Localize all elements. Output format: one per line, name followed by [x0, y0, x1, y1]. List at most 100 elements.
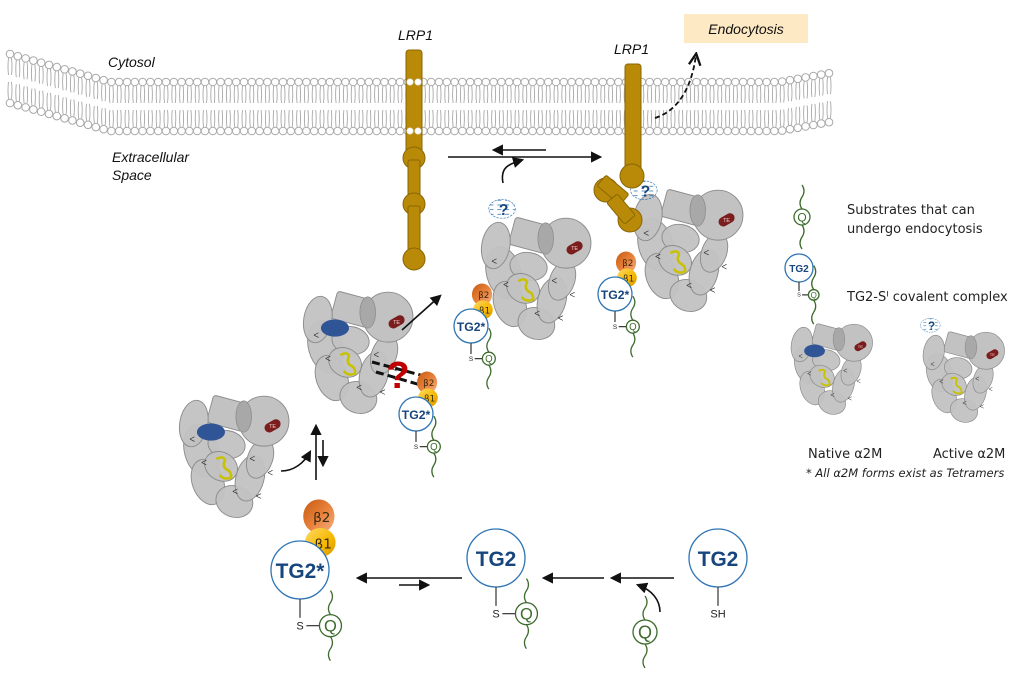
lipid — [75, 69, 85, 127]
lipid — [356, 77, 366, 136]
substrate-chain — [811, 265, 817, 325]
red-question-icon: ? — [386, 355, 409, 397]
a2m-domain — [506, 273, 541, 304]
tg2-label: TG2* — [402, 408, 431, 422]
substrate-chain — [630, 295, 636, 358]
lipid — [731, 77, 740, 136]
lipid-head-overlay — [414, 127, 422, 135]
thioester-bond-icon — [950, 376, 963, 395]
disulfide-chevron — [325, 355, 331, 362]
lipid — [746, 77, 756, 136]
native-a2m-with-tg2-approach: TE — [302, 291, 414, 414]
substrate-chain — [642, 595, 648, 669]
legend-active-a2m-icon: TE? — [920, 318, 1005, 423]
lipid — [450, 77, 459, 136]
cytosol-label: Cytosol — [108, 54, 156, 70]
bait-region — [320, 319, 349, 337]
beta1-label: β1 — [623, 274, 634, 284]
lipid — [715, 77, 725, 136]
lipid-head-overlay — [406, 78, 414, 86]
lipid — [146, 77, 155, 136]
binding-equilibrium-arrows — [448, 144, 603, 184]
lipid — [668, 77, 678, 136]
lipid — [559, 77, 569, 136]
lipid — [582, 77, 592, 136]
q-label: Q — [638, 623, 652, 643]
tg2-label: TG2* — [601, 288, 630, 302]
blue-question-icon: ? — [641, 183, 651, 200]
q-label: Q — [324, 617, 337, 636]
unknown-binding-site — [920, 318, 941, 333]
q-label: Q — [485, 354, 493, 365]
substrate-circle — [625, 319, 640, 334]
bound-substrate: Q — [481, 327, 496, 390]
lipid-bilayer-membrane — [5, 49, 834, 136]
bait-region — [196, 423, 225, 441]
disulfide-chevron — [356, 384, 362, 390]
lipid — [606, 77, 615, 136]
te-label: TE — [723, 218, 730, 224]
thioester-domain — [986, 349, 999, 360]
beta2-subunit — [303, 499, 335, 534]
tg2-label: TG2 — [698, 548, 739, 571]
disulfide-chevron — [503, 281, 509, 288]
lipid — [777, 77, 787, 135]
a2m-domain-overlap — [689, 194, 706, 227]
substrate-chain — [799, 184, 805, 250]
thioester-domain — [718, 213, 735, 227]
lipid — [809, 71, 818, 130]
a2m-domain — [328, 347, 363, 378]
a2m-domain-overlap — [964, 335, 978, 360]
extracellular-label-line1: Extracellular — [112, 149, 190, 165]
lipid — [216, 77, 225, 136]
lrp1-receptor-bound: LRP1 — [593, 41, 649, 233]
disulfide-chevron — [534, 310, 540, 316]
beta2-label: β2 — [478, 291, 489, 301]
lipid — [200, 77, 210, 136]
lipid — [341, 77, 350, 136]
thioester-bond-icon — [669, 250, 687, 274]
disulfide-chevron — [491, 258, 497, 264]
lipid — [489, 77, 498, 136]
disulfide-chevron — [807, 371, 812, 376]
lipid — [278, 77, 288, 136]
a2m-domain — [658, 245, 693, 276]
disulfide-chevron — [189, 436, 195, 442]
lipid — [793, 74, 803, 133]
lipid — [614, 77, 623, 136]
lipid — [543, 77, 553, 136]
disulfide-chevron — [256, 493, 262, 499]
s-label: S — [613, 324, 618, 331]
substrate-chain — [523, 578, 530, 650]
disulfide-chevron — [201, 459, 207, 466]
lipid-head-overlay — [414, 78, 422, 86]
disulfide-chevron — [373, 351, 379, 358]
disulfide-chevron — [988, 387, 993, 391]
lipid — [528, 77, 537, 136]
te-label: TE — [571, 246, 578, 252]
disulfide-chevron — [655, 253, 661, 260]
lipid — [380, 77, 389, 136]
thioester-domain — [566, 241, 583, 255]
lipid — [130, 77, 140, 136]
lipid — [169, 77, 179, 136]
disulfide-chevron — [721, 264, 727, 270]
active-a2m-tg2-complex: TE? — [480, 199, 592, 340]
lipid — [60, 64, 69, 123]
lrp1-label-left: LRP1 — [398, 27, 433, 43]
lipid — [785, 75, 795, 134]
extracellular-label-line2: Space — [112, 167, 152, 183]
lipid — [270, 77, 280, 136]
legend: Q Substrates that can undergo endocytosi… — [784, 184, 1008, 480]
disulfide-chevron — [391, 366, 397, 372]
substrate-circle — [426, 439, 441, 454]
legend-active-label: Active α2M — [933, 447, 1005, 462]
disulfide-chevron — [380, 389, 386, 395]
lipid — [114, 77, 124, 136]
lipid — [348, 77, 358, 136]
thioester-domain — [264, 419, 281, 433]
disulfide-chevron — [558, 315, 564, 321]
s-label: S — [469, 356, 474, 363]
